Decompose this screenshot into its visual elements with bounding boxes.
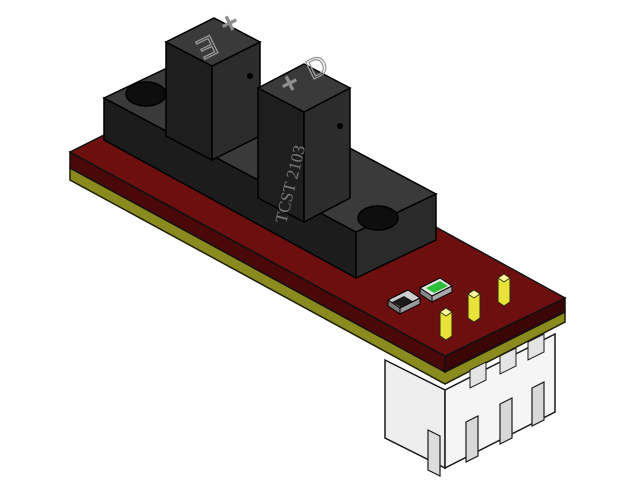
emitter-tower <box>164 17 262 162</box>
header-pin <box>467 289 481 323</box>
connector-tab <box>499 347 517 375</box>
optical-sensor: + E + D TCST 2103 <box>102 5 438 280</box>
mounting-hole-left <box>125 81 167 107</box>
connector-tab <box>527 333 545 361</box>
connector-tab <box>469 361 487 389</box>
connector-notch <box>427 429 441 477</box>
detector-tower <box>256 63 352 224</box>
smd-resistor <box>387 289 421 315</box>
connector-slot <box>499 397 513 445</box>
header-pin <box>439 307 453 341</box>
connector-slot <box>531 381 545 427</box>
emitter-tower-top <box>164 17 262 67</box>
detector-window <box>337 123 343 129</box>
smd-led-green <box>419 277 453 303</box>
header-pin <box>497 273 511 307</box>
detector-tower-top <box>256 63 352 113</box>
emitter-window <box>247 73 253 79</box>
mounting-hole-right <box>357 205 399 231</box>
connector-housing <box>384 332 556 477</box>
connector-slot <box>465 415 479 463</box>
